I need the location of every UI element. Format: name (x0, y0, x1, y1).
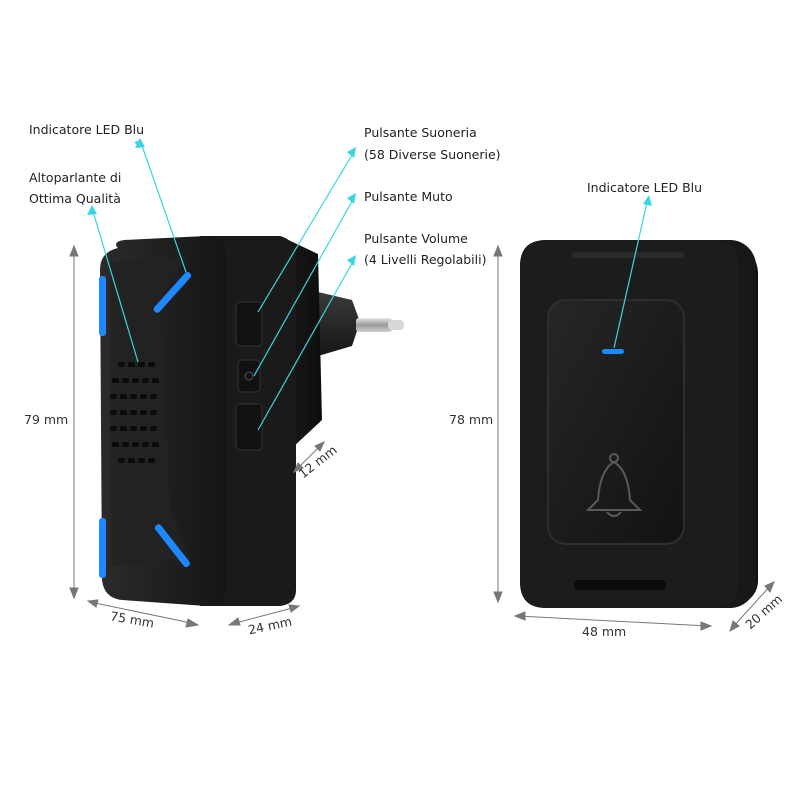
callout-led-left: Indicatore LED Blu (29, 122, 145, 137)
grille-slot (120, 410, 127, 415)
grille-slot (142, 442, 149, 447)
grille-slot (138, 458, 145, 463)
callout-arrowheads (87, 138, 652, 266)
grille-slot (110, 394, 117, 399)
dim-button-height: 78 mm (449, 412, 494, 427)
grille-slot (110, 410, 117, 415)
callout-volume-line2: (4 Livelli Regolabili) (364, 252, 487, 267)
grille-slot (128, 458, 135, 463)
grille-slot (152, 442, 159, 447)
grille-slot (138, 362, 145, 367)
grille-slot (152, 378, 159, 383)
grille-slot (132, 378, 139, 383)
grille-slot (130, 426, 137, 431)
grille-slot (118, 458, 125, 463)
grille-slot (112, 378, 119, 383)
grille-slot (128, 362, 135, 367)
grille-slot (148, 362, 155, 367)
bell-icon (585, 453, 643, 517)
grille-slot (140, 410, 147, 415)
grille-slot (150, 394, 157, 399)
receiver-unit (99, 236, 404, 606)
grille-slot (112, 442, 119, 447)
grille-slot (142, 378, 149, 383)
callout-mute: Pulsante Muto (364, 189, 453, 204)
side-buttons (235, 301, 263, 451)
grille-slot (132, 442, 139, 447)
door-button-unit (520, 240, 758, 608)
grille-slot (110, 426, 117, 431)
grille-slot (130, 394, 137, 399)
callout-speaker-line2: Ottima Qualità (29, 191, 121, 206)
grille-slot (120, 394, 127, 399)
grille-slot (130, 410, 137, 415)
callout-ring-line1: Pulsante Suoneria (364, 125, 477, 140)
callout-ring-line2: (58 Diverse Suonerie) (364, 147, 501, 162)
speaker-grille (110, 362, 159, 463)
callout-speaker-line1: Altoparlante di (29, 170, 122, 185)
eu-plug (318, 292, 404, 356)
dim-receiver-height: 79 mm (24, 412, 69, 427)
grille-slot (122, 442, 129, 447)
dim-button-width: 48 mm (582, 624, 627, 639)
grille-slot (148, 458, 155, 463)
grille-slot (120, 426, 127, 431)
grille-slot (118, 362, 125, 367)
grille-slot (122, 378, 129, 383)
grille-slot (140, 394, 147, 399)
callout-led-right: Indicatore LED Blu (587, 180, 703, 195)
grille-slot (150, 410, 157, 415)
dimension-lines (69, 244, 775, 633)
callout-volume-line1: Pulsante Volume (364, 231, 468, 246)
grille-slot (140, 426, 147, 431)
grille-slot (150, 426, 157, 431)
callout-lines (91, 139, 649, 431)
led-indicator (602, 349, 624, 354)
